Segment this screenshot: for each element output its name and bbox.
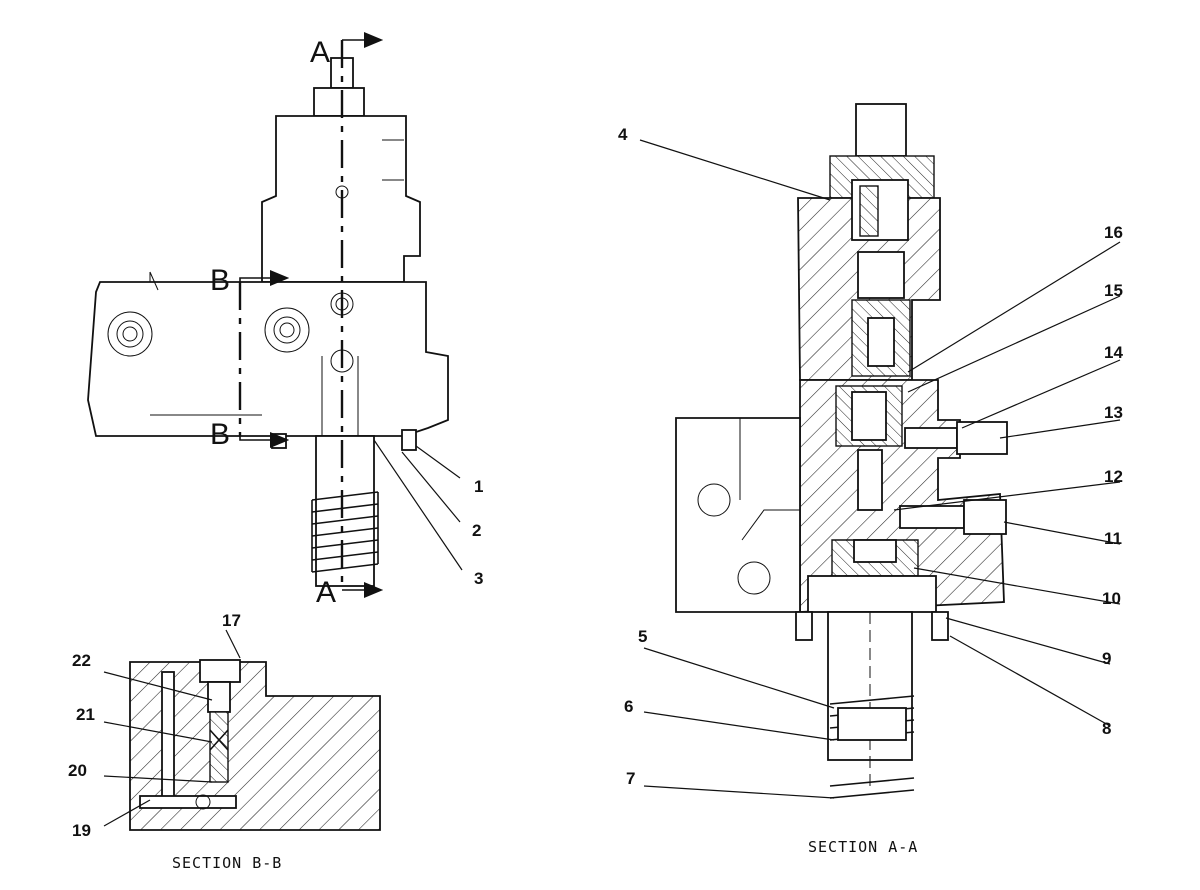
cut-label-b-bottom: B bbox=[210, 418, 230, 451]
callout-19: 19 bbox=[72, 821, 91, 840]
callout-22: 22 bbox=[72, 651, 91, 670]
callout-13: 13 bbox=[1104, 403, 1123, 422]
section-aa-fitting bbox=[855, 103, 907, 157]
main-block bbox=[87, 281, 449, 437]
callout-9: 9 bbox=[1102, 649, 1111, 668]
section-bb-spool bbox=[209, 711, 229, 783]
callout-6: 6 bbox=[624, 697, 633, 716]
bolt-11 bbox=[899, 505, 965, 529]
section-aa-spring-upper bbox=[829, 695, 915, 741]
callout-10: 10 bbox=[1102, 589, 1121, 608]
cut-label-a-top: A bbox=[310, 36, 330, 69]
callout-15: 15 bbox=[1104, 281, 1123, 300]
callout-4: 4 bbox=[618, 125, 628, 144]
callout-7: 7 bbox=[626, 769, 635, 788]
caption-section-bb: SECTION B-B bbox=[172, 854, 282, 872]
callout-8: 8 bbox=[1102, 719, 1111, 738]
section-bb-plug bbox=[199, 659, 241, 683]
callout-5: 5 bbox=[638, 627, 647, 646]
section-aa-spring-lower bbox=[829, 777, 915, 799]
callout-11: 11 bbox=[1104, 529, 1122, 548]
section-aa-side-block bbox=[675, 417, 801, 613]
callout-17: 17 bbox=[222, 611, 241, 630]
callout-14: 14 bbox=[1104, 343, 1123, 362]
callout-1: 1 bbox=[474, 477, 483, 496]
section-bb-passage bbox=[161, 671, 175, 803]
caption-section-aa: SECTION A-A bbox=[808, 838, 918, 856]
spring bbox=[311, 491, 379, 573]
bolt-13 bbox=[904, 427, 958, 449]
cut-label-b-top: B bbox=[210, 264, 230, 297]
callout-2: 2 bbox=[472, 521, 481, 540]
section-bb-body bbox=[129, 661, 381, 831]
callout-12: 12 bbox=[1104, 467, 1123, 486]
section-bb-view bbox=[129, 659, 381, 831]
exterior-view bbox=[87, 32, 449, 598]
callout-16: 16 bbox=[1104, 223, 1123, 242]
section-aa-view bbox=[675, 103, 1008, 799]
top-nut bbox=[313, 87, 365, 117]
callout-3: 3 bbox=[474, 569, 483, 588]
bottom-bolt bbox=[401, 429, 417, 451]
callout-21: 21 bbox=[76, 705, 95, 724]
cut-label-a-bottom: A bbox=[316, 576, 336, 609]
callout-20: 20 bbox=[68, 761, 87, 780]
